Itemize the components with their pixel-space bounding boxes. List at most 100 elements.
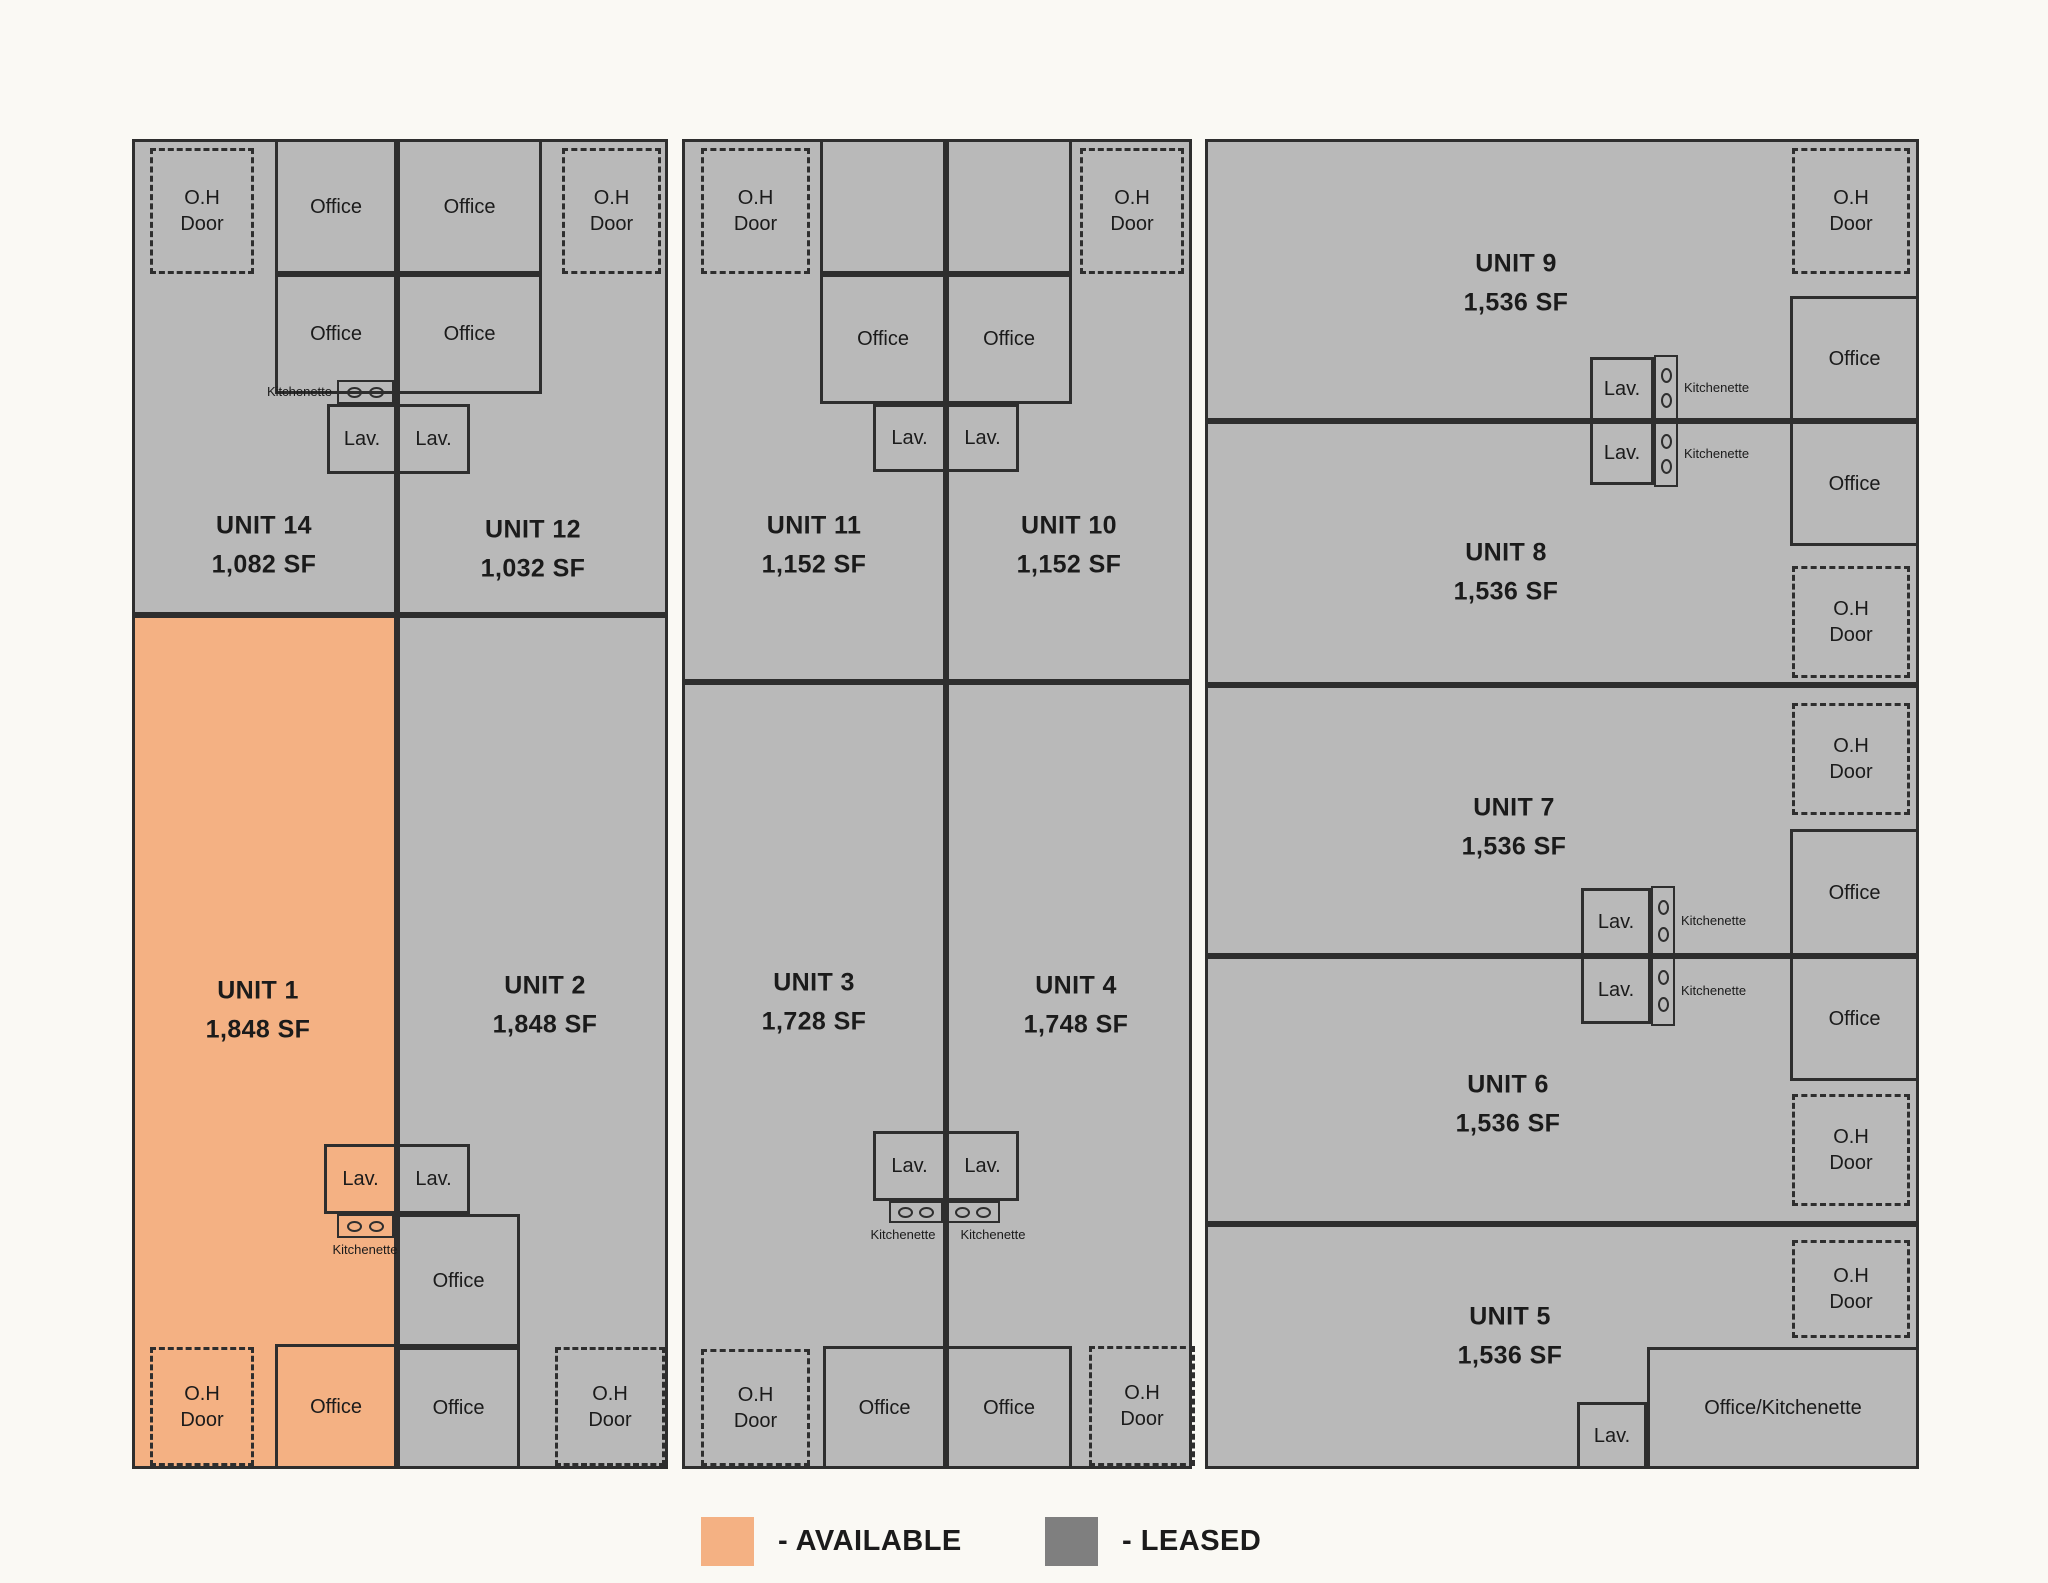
unit-12-lav: Lav. [397, 404, 470, 474]
unit-4-area [946, 682, 1192, 1469]
unit-7-label: UNIT 7 1,536 SF [1462, 788, 1567, 866]
unit-12-office-2: Office [397, 274, 542, 394]
unit-14-area [132, 139, 397, 615]
unit-12-size: 1,032 SF [480, 554, 586, 582]
unit-2-label: UNIT 2 1,848 SF [493, 966, 598, 1044]
unit-4-name: UNIT 4 [1035, 971, 1117, 1000]
unit-11-lav: Lav. [873, 404, 946, 472]
unit-9-size: 1,536 SF [1463, 288, 1569, 316]
unit-4-size: 1,748 SF [1023, 1010, 1129, 1038]
unit-6-area [1205, 956, 1919, 1224]
unit-9-kitchenette-sink-icon [1654, 355, 1678, 421]
unit-5-oh-door: O.H Door [1792, 1240, 1910, 1338]
unit-8-label: UNIT 8 1,536 SF [1454, 533, 1559, 611]
unit-4-label: UNIT 4 1,748 SF [1024, 966, 1129, 1044]
unit-8-office: Office [1790, 421, 1919, 546]
unit-10-name: UNIT 10 [1021, 511, 1117, 540]
unit-3-kitchenette-label: Kitchenette [870, 1226, 936, 1242]
unit-2-lav: Lav. [397, 1144, 470, 1214]
unit-14-office-1: Office [275, 139, 397, 274]
unit-8-size: 1,536 SF [1453, 577, 1559, 605]
unit-3-kitchenette-sink-icon [889, 1201, 943, 1223]
unit-3-name: UNIT 3 [773, 968, 855, 997]
unit-9-kitchenette-label: Kitchenette [1684, 379, 1750, 395]
unit-10-lav: Lav. [946, 404, 1019, 472]
unit-2-size: 1,848 SF [492, 1010, 598, 1038]
unit-9-name: UNIT 9 [1475, 249, 1557, 278]
unit-10-size: 1,152 SF [1016, 550, 1122, 578]
unit-11-office: Office [820, 274, 946, 404]
unit-3-office: Office [823, 1346, 946, 1469]
unit-6-name: UNIT 6 [1467, 1070, 1549, 1099]
unit-12-area [397, 139, 668, 615]
unit-6-kitchenette-sink-icon [1651, 956, 1675, 1026]
legend-leased-label: - LEASED [1122, 1525, 1262, 1557]
unit-6-lav: Lav. [1581, 956, 1651, 1024]
unit-5-area [1205, 1224, 1919, 1469]
unit-5-lav: Lav. [1577, 1402, 1647, 1469]
unit-2-office-1: Office [397, 1214, 520, 1347]
unit-12-oh-door: O.H Door [562, 148, 661, 274]
unit-1-size: 1,848 SF [205, 1015, 311, 1043]
unit-6-oh-door: O.H Door [1792, 1094, 1910, 1206]
unit-14-label: UNIT 14 1,082 SF [212, 506, 317, 584]
legend-available: - AVAILABLE [701, 1517, 962, 1566]
unit-7-kitchenette-label: Kitchenette [1681, 912, 1747, 928]
unit-11-entry-room [820, 139, 946, 274]
unit-14-office-2: Office [275, 274, 397, 394]
unit-5-name: UNIT 5 [1469, 1302, 1551, 1331]
unit-7-size: 1,536 SF [1461, 832, 1567, 860]
unit-9-lav: Lav. [1590, 357, 1654, 421]
unit-10-oh-door: O.H Door [1080, 148, 1184, 274]
unit-14-kitchenette-sink-icon [337, 380, 394, 404]
unit-1-lav: Lav. [324, 1144, 397, 1214]
unit-4-kitchenette-sink-icon [946, 1201, 1000, 1223]
unit-2-office-2: Office [397, 1347, 520, 1469]
unit-8-name: UNIT 8 [1465, 538, 1547, 567]
unit-11-oh-door: O.H Door [701, 148, 810, 274]
unit-12-office-1: Office [397, 139, 542, 274]
unit-1-office: Office [275, 1344, 397, 1469]
unit-11-label: UNIT 11 1,152 SF [762, 506, 867, 584]
unit-12-name: UNIT 12 [485, 515, 581, 544]
unit-2-name: UNIT 2 [504, 971, 586, 1000]
unit-14-oh-door: O.H Door [150, 148, 254, 274]
unit-4-office: Office [946, 1346, 1072, 1469]
unit-11-size: 1,152 SF [761, 550, 867, 578]
unit-3-label: UNIT 3 1,728 SF [762, 963, 867, 1041]
unit-3-lav: Lav. [873, 1131, 946, 1201]
unit-14-lav: Lav. [327, 404, 397, 474]
unit-8-area [1205, 421, 1919, 685]
unit-2-oh-door: O.H Door [555, 1347, 665, 1466]
unit-5-label: UNIT 5 1,536 SF [1458, 1297, 1563, 1375]
unit-7-oh-door: O.H Door [1792, 703, 1910, 815]
unit-6-label: UNIT 6 1,536 SF [1456, 1065, 1561, 1143]
unit-1-label: UNIT 1 1,848 SF [206, 971, 311, 1049]
unit-5-size: 1,536 SF [1457, 1341, 1563, 1369]
unit-1-kitchenette-label: Kitchenette [332, 1241, 398, 1257]
unit-9-oh-door: O.H Door [1792, 148, 1910, 274]
unit-6-size: 1,536 SF [1455, 1109, 1561, 1137]
unit-4-lav: Lav. [946, 1131, 1019, 1201]
unit-14-size: 1,082 SF [211, 550, 317, 578]
unit-8-lav: Lav. [1590, 421, 1654, 485]
unit-6-office: Office [1790, 956, 1919, 1081]
unit-12-label: UNIT 12 1,032 SF [481, 510, 586, 588]
unit-4-oh-door: O.H Door [1089, 1346, 1195, 1466]
unit-3-size: 1,728 SF [761, 1007, 867, 1035]
unit-14-kitchenette-label: Kitchenette [266, 383, 332, 399]
unit-1-oh-door: O.H Door [150, 1347, 254, 1466]
available-swatch [701, 1517, 754, 1566]
leased-swatch [1045, 1517, 1098, 1566]
unit-6-kitchenette-label: Kitchenette [1681, 982, 1747, 998]
legend-available-label: - AVAILABLE [778, 1525, 962, 1557]
unit-8-oh-door: O.H Door [1792, 566, 1910, 678]
unit-7-lav: Lav. [1581, 888, 1651, 956]
unit-10-label: UNIT 10 1,152 SF [1017, 506, 1122, 584]
unit-9-office: Office [1790, 296, 1919, 421]
unit-1-name: UNIT 1 [217, 976, 299, 1005]
legend-leased: - LEASED [1045, 1517, 1261, 1566]
unit-10-entry-room [946, 139, 1072, 274]
unit-7-kitchenette-sink-icon [1651, 886, 1675, 956]
